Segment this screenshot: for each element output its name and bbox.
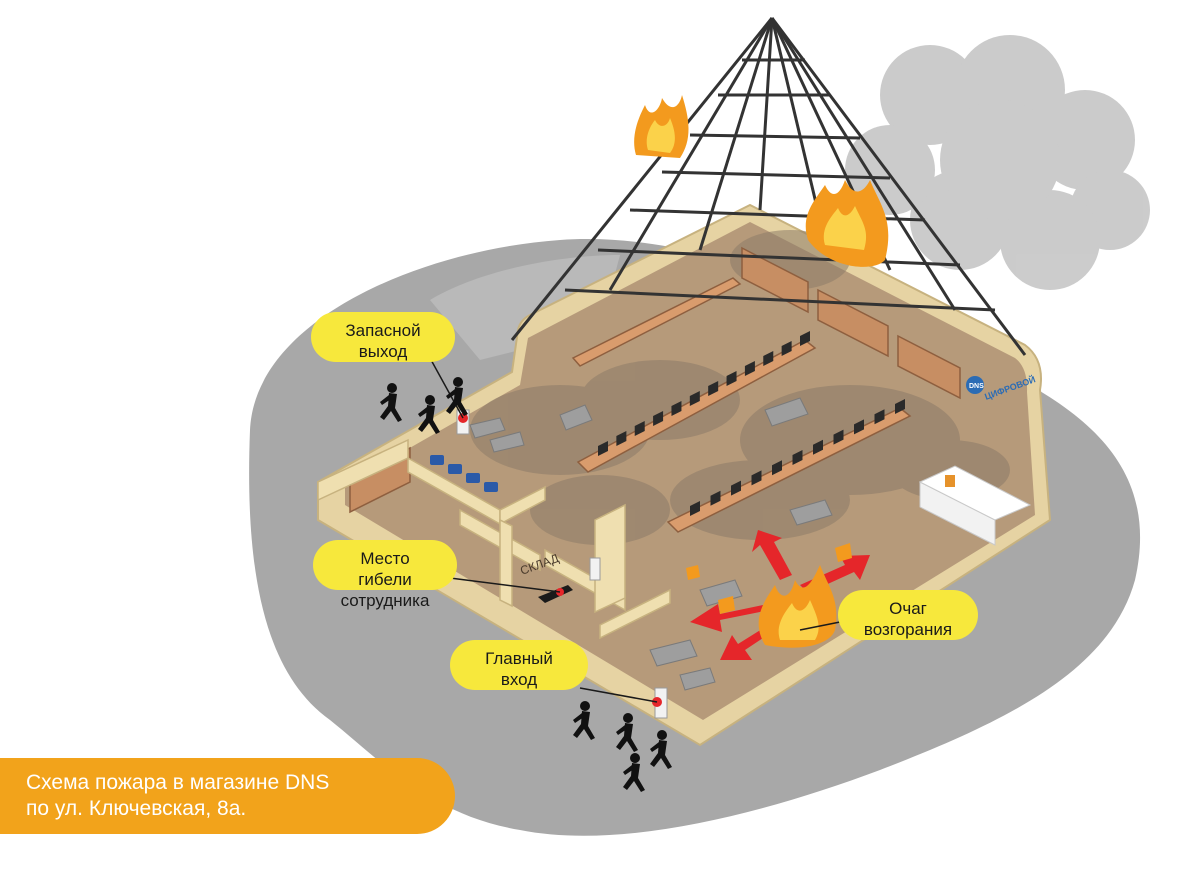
fire-source-callout: Очаг возгорания: [838, 590, 978, 640]
laptop: [895, 399, 905, 414]
death-place-callout: Место гибели сотрудника: [313, 540, 457, 610]
main-entrance-line2: вход: [500, 670, 538, 689]
laptop: [731, 480, 741, 496]
running-person: [616, 713, 638, 752]
scattered-flames: [686, 543, 852, 614]
running-person: [380, 383, 402, 422]
laptop: [874, 409, 885, 425]
laptop: [781, 341, 792, 356]
laptop: [616, 431, 627, 446]
laptop: [690, 501, 700, 516]
laptop: [854, 419, 864, 435]
waiting-seats: [430, 455, 498, 492]
laptop: [726, 371, 737, 386]
main-entrance-line1: Главный: [485, 649, 553, 668]
running-person: [650, 730, 672, 769]
laptop: [744, 361, 755, 376]
laptop: [800, 331, 810, 346]
running-person: [446, 377, 468, 416]
death-place-line2: сотрудника: [340, 591, 430, 610]
laptop: [689, 391, 700, 406]
caption-line2: по ул. Ключевская, 8а.: [26, 797, 247, 820]
laptop-row: [598, 331, 905, 516]
debris: [469, 397, 833, 691]
main-entrance-callout: Главный вход: [450, 640, 588, 690]
diagram-caption: Схема пожара в магазине DNS по ул. Ключе…: [0, 758, 455, 834]
emergency-exit-callout: Запасной выход: [311, 312, 455, 362]
laptop: [751, 470, 762, 486]
service-desk: [918, 465, 1032, 546]
victim-figure: [538, 585, 573, 603]
laptop: [598, 441, 608, 456]
running-person: [623, 753, 645, 792]
running-person: [573, 701, 595, 740]
evacuating-people: [380, 377, 672, 792]
roof-flames: [634, 95, 889, 267]
smoke-cloud: [845, 35, 1150, 290]
laptop: [708, 381, 719, 396]
pyramid-frame: [510, 17, 1027, 356]
emergency-exit-line1: Запасной: [345, 321, 421, 340]
laptop: [813, 439, 823, 455]
fire-source-line2: возгорания: [863, 620, 953, 639]
laptop: [763, 351, 774, 366]
death-place-line1: Место гибели: [358, 549, 412, 589]
display-counters: [571, 277, 912, 533]
leader-lines: [429, 357, 841, 703]
running-person: [418, 395, 440, 434]
laptop: [772, 460, 782, 476]
laptop: [634, 421, 645, 436]
laptop: [833, 429, 844, 445]
fire-source-line1: Очаг: [889, 599, 927, 618]
dns-logo: DNS: [969, 383, 984, 390]
laptop: [671, 401, 682, 416]
interior-walls: [317, 438, 671, 640]
emergency-exit-line2: выход: [358, 342, 408, 361]
laptop: [653, 411, 664, 426]
laptop: [792, 450, 803, 465]
laptop: [710, 490, 721, 506]
caption-line1: Схема пожара в магазине DNS: [26, 771, 330, 794]
